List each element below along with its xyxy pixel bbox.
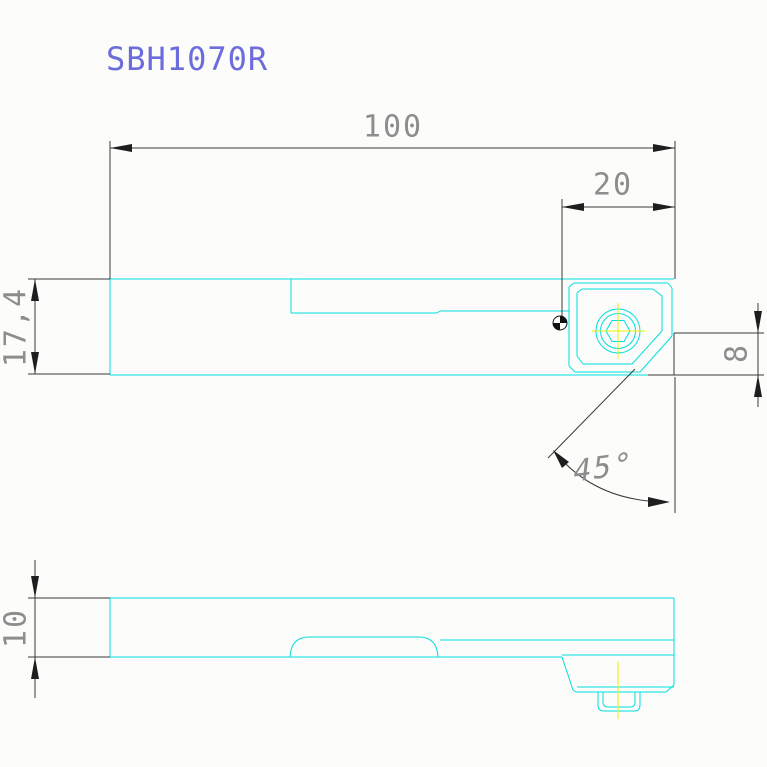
insert-pocket-inner [576,288,663,365]
clamp-button-outline [597,692,641,712]
head-interior-lines [440,639,674,656]
dim-label-head-length: 20 [592,167,634,203]
dim-label-shank-width: 10 [0,607,34,649]
drawing-title: SBH1070R [106,40,269,78]
dimension-overall-length [109,141,676,279]
slot-line [289,636,439,658]
side-view [109,278,675,376]
dimension-head-length [561,199,675,316]
dim-label-shank-height: 17,4 [0,286,34,368]
dim-label-overall-length: 100 [362,109,424,145]
insert-pocket-outer [568,282,673,373]
dimension-shank-height [28,278,110,375]
dimension-cutting-angle [547,368,676,513]
side-view-recess-line [290,279,569,314]
top-view-outline [109,597,675,693]
top-view [109,597,675,719]
dim-label-nose-height: 8 [719,342,755,364]
dimension-shank-width [28,560,110,698]
dimension-nose-height [648,303,764,407]
centroid-symbol-icon [552,315,568,331]
screw-centerline [592,303,645,359]
side-view-body-outline [109,278,674,376]
